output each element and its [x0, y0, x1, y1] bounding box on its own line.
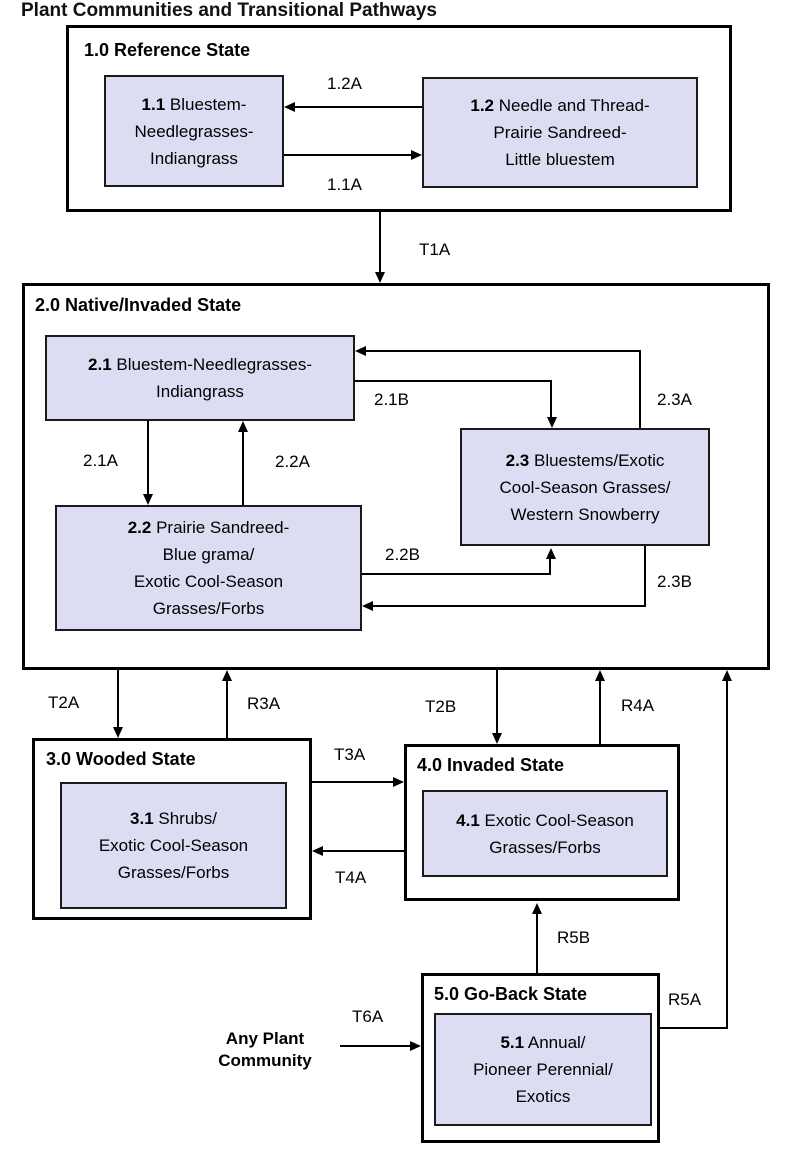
community-text: Indiangrass — [156, 382, 244, 401]
community-box-1-1: 1.1 Bluestem- Needlegrasses- Indiangrass — [104, 75, 284, 187]
transition-t3a-label: T3A — [334, 745, 366, 764]
arrowhead-up-icon — [546, 548, 556, 559]
restoration-r4a-line — [599, 680, 601, 744]
community-text: 2.3 Bluestems/Exotic — [505, 450, 665, 470]
pathway-2-2b-line — [362, 573, 551, 575]
pathway-2-3b-line — [372, 605, 646, 607]
diagram-title: Plant Communities and Transitional Pathw… — [21, 0, 437, 21]
pathway-1-1a-label: 1.1A — [327, 175, 362, 194]
arrowhead-right-icon — [410, 1041, 421, 1051]
transition-t6a-line — [340, 1045, 411, 1047]
pathway-2-3a-line — [365, 350, 641, 352]
transition-t1a-line — [379, 212, 381, 273]
community-text: Exotics — [515, 1087, 571, 1106]
arrowhead-left-icon — [312, 846, 323, 856]
any-plant-community-line: Community — [218, 1051, 312, 1070]
arrowhead-up-icon — [238, 421, 248, 432]
community-text: 4.1 Exotic Cool-Season — [456, 810, 634, 830]
community-text: Cool-Season Grasses/ — [499, 477, 671, 497]
community-text: Indiangrass — [150, 148, 238, 168]
state-label-1-0: 1.0 Reference State — [84, 40, 251, 60]
arrowhead-right-icon — [393, 777, 404, 787]
community-text: 5.1 Annual/ — [500, 1033, 586, 1052]
state-label-3-0: 3.0 Wooded State — [46, 749, 196, 769]
community-text: 1.1 Bluestem- — [141, 94, 247, 114]
pathway-2-1a-label: 2.1A — [83, 451, 118, 470]
arrowhead-up-icon — [532, 903, 542, 914]
arrowhead-right-icon — [411, 150, 422, 160]
restoration-r3a-label: R3A — [247, 694, 281, 713]
pathway-2-3a-label: 2.3A — [657, 390, 692, 409]
pathway-1-2a-label: 1.2A — [327, 74, 362, 93]
arrowhead-down-icon — [113, 727, 123, 738]
arrowhead-left-icon — [355, 346, 366, 356]
transition-t2b-line — [496, 670, 498, 734]
arrowhead-down-icon — [547, 417, 557, 428]
arrowhead-left-icon — [362, 601, 373, 611]
community-box-2-1: 2.1 Bluestem-Needlegrasses- Indiangrass — [45, 335, 355, 421]
restoration-r5b-line — [536, 913, 538, 973]
pathway-2-3b-label: 2.3B — [657, 572, 692, 591]
community-text: 3.1 Shrubs/ — [130, 809, 217, 828]
community-text: Exotic Cool-Season — [133, 572, 284, 591]
community-box-2-3: 2.3 Bluestems/Exotic Cool-Season Grasses… — [460, 428, 710, 546]
pathway-1-1a-line — [284, 154, 412, 156]
transition-t4a-line — [322, 850, 404, 852]
transition-t2a-label: T2A — [48, 693, 80, 712]
pathway-1-2a-line — [294, 106, 422, 108]
restoration-r5a-line — [659, 1027, 727, 1029]
pathway-2-2a-label: 2.2A — [275, 452, 310, 471]
community-text: Exotic Cool-Season — [98, 836, 249, 855]
transition-t2a-line — [117, 670, 119, 728]
transition-t3a-line — [312, 781, 394, 783]
community-box-5-1: 5.1 Annual/ Pioneer Perennial/ Exotics — [434, 1013, 652, 1126]
community-text: Prairie Sandreed- — [493, 123, 627, 142]
transition-t4a-label: T4A — [335, 868, 367, 887]
pathway-2-1b-line — [355, 380, 552, 382]
state-label-5-0: 5.0 Go-Back State — [434, 984, 588, 1004]
community-box-4-1: 4.1 Exotic Cool-Season Grasses/Forbs — [422, 790, 668, 877]
pathway-2-2b-line — [549, 558, 551, 575]
community-box-3-1: 3.1 Shrubs/ Exotic Cool-Season Grasses/F… — [60, 782, 287, 909]
pathway-2-1b-line — [550, 380, 552, 418]
pathway-2-1b-label: 2.1B — [374, 390, 409, 409]
any-plant-community-text: Any Plant Community — [200, 1028, 330, 1072]
community-text: Pioneer Perennial/ — [473, 1060, 613, 1079]
community-box-1-2: 1.2 Needle and Thread- Prairie Sandreed-… — [422, 77, 698, 188]
transition-t2b-label: T2B — [425, 697, 457, 716]
restoration-r3a-line — [226, 680, 228, 738]
community-text: 2.1 Bluestem-Needlegrasses- — [88, 355, 312, 374]
restoration-r5a-line — [726, 680, 728, 1029]
restoration-r4a-label: R4A — [621, 696, 655, 715]
arrowhead-up-icon — [595, 670, 605, 681]
community-text: Needlegrasses- — [134, 121, 254, 141]
pathway-2-1a-line — [147, 421, 149, 495]
pathway-2-3a-line — [639, 351, 641, 428]
arrowhead-left-icon — [284, 102, 295, 112]
community-text: 2.2 Prairie Sandreed- — [127, 518, 290, 537]
community-text: Grasses/Forbs — [489, 837, 601, 857]
community-text: 1.2 Needle and Thread- — [470, 96, 650, 115]
any-plant-community-line: Any Plant — [225, 1029, 305, 1048]
restoration-r5a-label: R5A — [668, 990, 702, 1009]
arrowhead-up-icon — [222, 670, 232, 681]
pathway-2-2b-label: 2.2B — [385, 545, 420, 564]
pathway-2-2a-line — [242, 431, 244, 505]
arrowhead-up-icon — [722, 670, 732, 681]
community-text: Grasses/Forbs — [117, 863, 230, 882]
arrowhead-down-icon — [492, 733, 502, 744]
community-text: Grasses/Forbs — [152, 599, 265, 618]
pathway-2-3b-line — [644, 546, 646, 607]
community-box-2-2: 2.2 Prairie Sandreed- Blue grama/ Exotic… — [55, 505, 362, 631]
arrowhead-down-icon — [143, 494, 153, 505]
state-label-4-0: 4.0 Invaded State — [417, 755, 565, 775]
community-text: Blue grama/ — [162, 545, 255, 564]
state-label-2-0: 2.0 Native/Invaded State — [35, 295, 242, 315]
transition-t1a-label: T1A — [419, 240, 451, 259]
transition-t6a-label: T6A — [352, 1007, 384, 1026]
community-text: Western Snowberry — [510, 504, 660, 524]
community-text: Little bluestem — [505, 150, 615, 169]
arrowhead-down-icon — [375, 272, 385, 283]
restoration-r5b-label: R5B — [557, 928, 591, 947]
